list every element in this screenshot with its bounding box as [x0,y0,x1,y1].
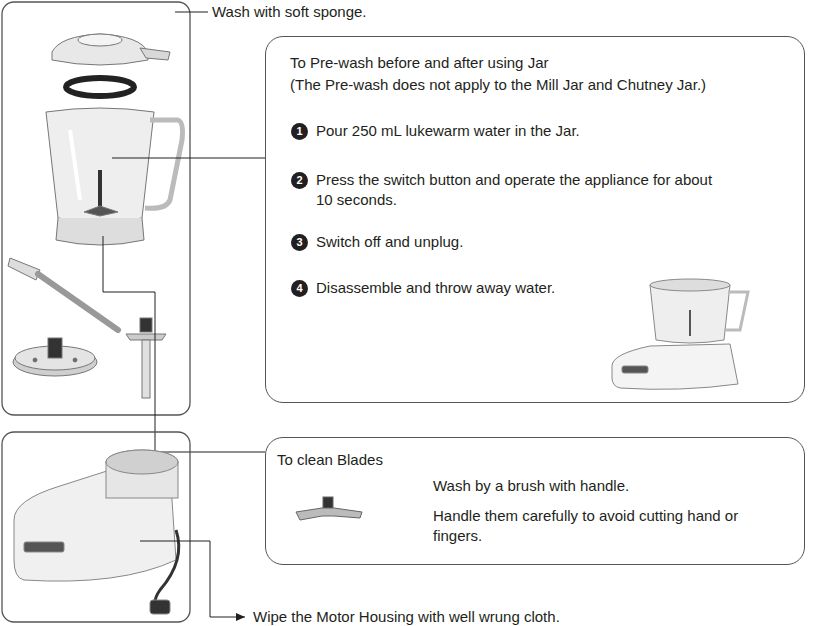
lid [52,34,170,65]
instruction-text: Wash by a brush with handle. [433,476,793,496]
instruction-box: To Pre-wash before and after using Jar(T… [265,36,805,403]
instruction-text: Handle them carefully to avoid cutting h… [433,506,773,546]
spatula [8,258,118,330]
box-heading: To clean Blades [277,450,577,470]
blade [296,497,362,520]
instruction-box: To clean BladesWash by a brush with hand… [265,437,805,565]
box-heading: To Pre-wash before and after using Jar [290,53,790,73]
leader-line [112,158,265,159]
care-note: Wash with soft sponge. [210,2,369,22]
leader-line [103,236,265,452]
motor-frame [2,432,190,622]
blender [612,279,748,389]
care-note: Wipe the Motor Housing with well wrung c… [251,607,562,626]
leader-line [175,12,208,13]
gasket-ring [66,78,134,96]
step-number: 1 [291,123,308,140]
instruction-text: Press the switch button and operate the … [316,170,726,210]
instruction-text: Disassemble and throw away water. [316,278,616,298]
instruction-text: Switch off and unplug. [316,232,786,252]
leader-arrow [140,541,245,617]
motor-housing [14,450,179,614]
step-number: 3 [291,234,308,251]
parts-frame [2,2,190,415]
jar [46,108,183,245]
instruction-text: Pour 250 mL lukewarm water in the Jar. [316,121,786,141]
shaft [126,318,166,398]
disc [13,338,97,376]
instruction-text: (The Pre-wash does not apply to the Mill… [290,75,800,95]
step-number: 4 [291,280,308,297]
step-number: 2 [291,172,308,189]
